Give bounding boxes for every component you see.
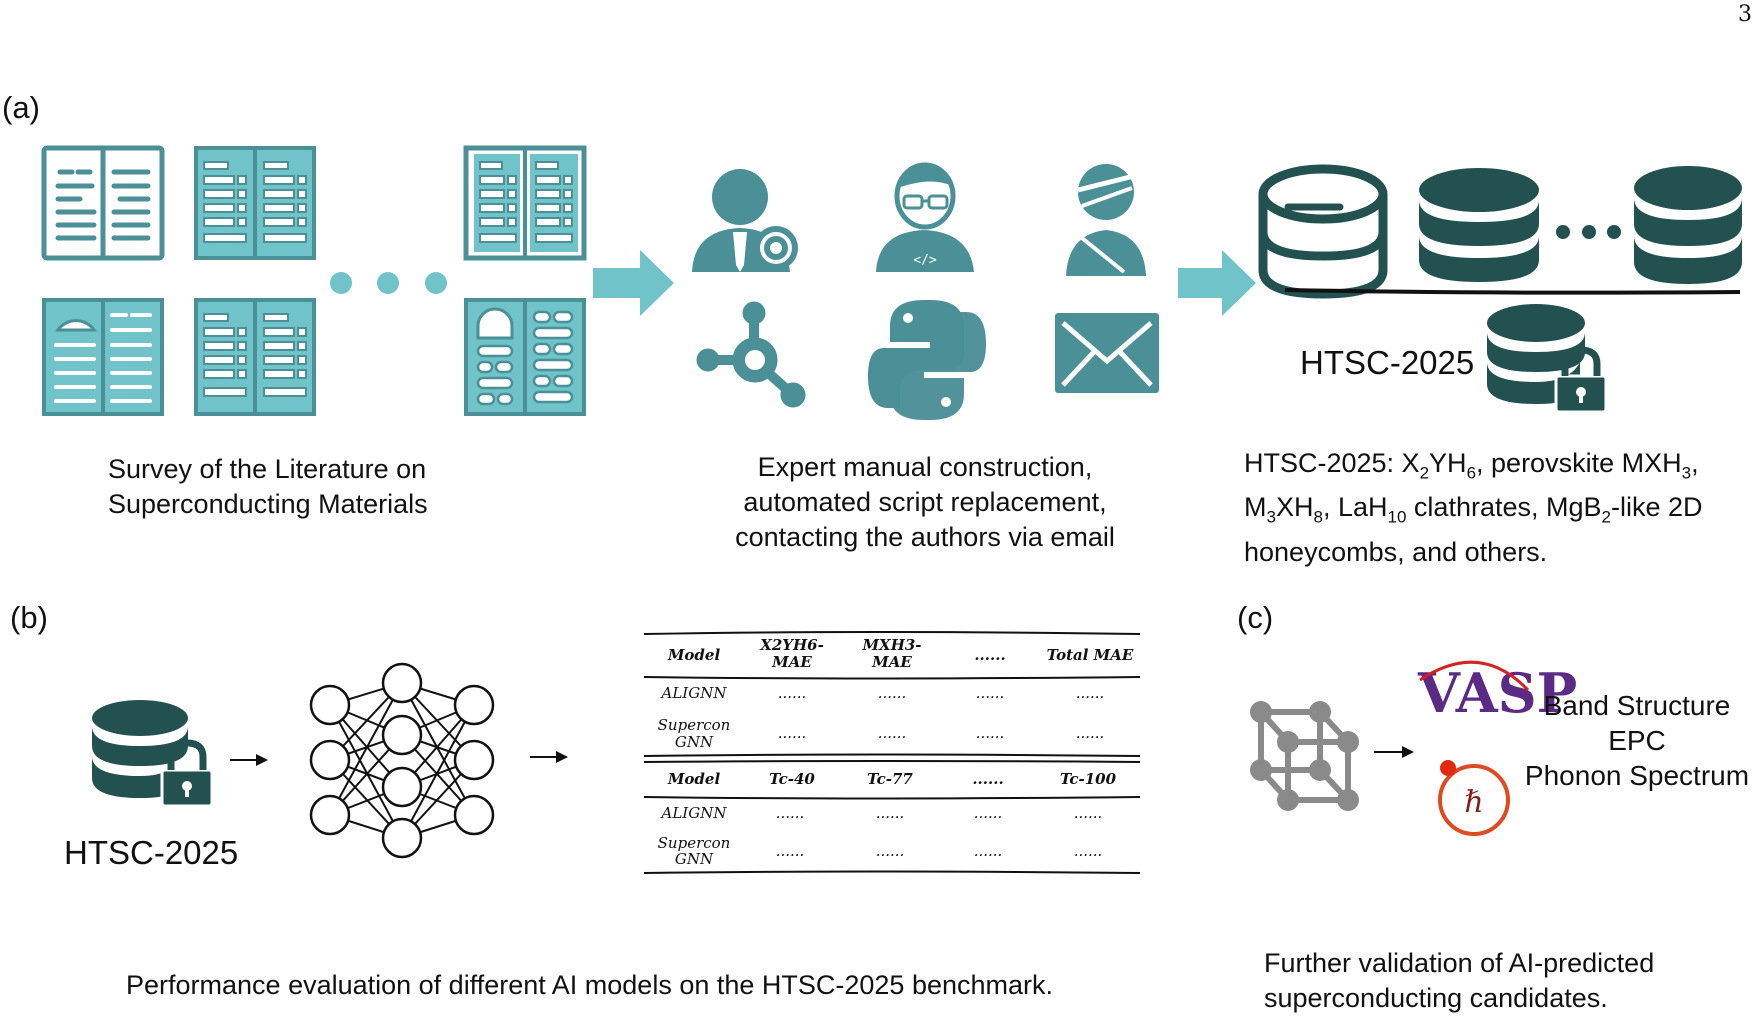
arrow-right-icon: [593, 250, 674, 316]
literature-doc-icon: [194, 298, 316, 416]
caption-line: Further validation of AI-predicted: [1264, 948, 1655, 978]
table-header: MAE: [871, 653, 912, 671]
validation-caption: Further validation of AI-predicted super…: [1264, 946, 1744, 1016]
caption-line: M3XH8, LaH10 clathrates, MgB2-like 2D: [1244, 492, 1703, 527]
literature-doc-icon: [194, 146, 316, 260]
table-header: Tc-100: [1060, 770, 1117, 788]
graph-hub-icon: [696, 301, 806, 408]
table-cell: ......: [974, 804, 1003, 822]
tool-phonon-spectrum: Phonon Spectrum: [1524, 760, 1750, 791]
svg-text:ℏ: ℏ: [1464, 785, 1483, 820]
evaluation-caption: Performance evaluation of different AI m…: [126, 970, 1054, 1000]
caption-line: Expert manual construction,: [757, 452, 1093, 482]
database-icon: [1634, 166, 1742, 284]
panel-b-label: (b): [10, 600, 48, 635]
dataset-caption: HTSC-2025: X2YH6, perovskite MXH3, M3XH8…: [1244, 446, 1759, 570]
table-cell: ......: [1076, 724, 1105, 742]
panel-a-label: (a): [2, 90, 40, 125]
results-table: Model X2YH6- MAE MXH3- MAE ...... Total …: [643, 631, 1141, 874]
table-header: ......: [974, 646, 1005, 664]
svg-text:</>: </>: [913, 253, 937, 268]
database-icon: [1258, 164, 1388, 299]
construction-caption: Expert manual construction, automated sc…: [700, 450, 1150, 555]
database-icon: [1419, 168, 1621, 282]
tool-band-structure: Band Structure: [1543, 690, 1731, 721]
table-cell: ......: [876, 842, 905, 860]
table-cell: ......: [1076, 684, 1105, 702]
literature-doc-icon: [41, 145, 165, 261]
table-cell: GNN: [675, 733, 714, 751]
neural-network-icon: [309, 662, 495, 859]
table-cell: ......: [778, 684, 807, 702]
caption-line: Superconducting Materials: [108, 489, 428, 519]
table-cell: ......: [776, 804, 805, 822]
table-header: Total MAE: [1047, 646, 1134, 664]
panel-c-label: (c): [1237, 600, 1274, 635]
table-header: MXH3-: [861, 636, 921, 654]
table-header: ......: [972, 770, 1003, 788]
table-header: MAE: [771, 653, 812, 671]
user-gear-icon: [692, 169, 798, 272]
benchmark-db-label: HTSC-2025: [64, 834, 239, 871]
literature-doc-icon: [463, 145, 587, 261]
table-cell: Supercon: [658, 834, 731, 852]
table-header: Model: [667, 770, 721, 788]
table-header: Model: [667, 646, 721, 664]
small-arrow-icon: [530, 751, 568, 763]
table-cell: ......: [878, 684, 907, 702]
small-arrow-icon: [1374, 746, 1414, 758]
table-header: Tc-40: [769, 770, 815, 788]
locked-database-icon: [1487, 304, 1608, 414]
table-cell: ......: [976, 684, 1005, 702]
vasp-logo-text: VASP: [1417, 661, 1577, 725]
table-cell: Supercon: [658, 716, 731, 734]
table-header: X2YH6-: [759, 636, 824, 654]
table-header: Tc-77: [867, 770, 913, 788]
caption-line: contacting the authors via email: [735, 522, 1115, 552]
table-cell: ......: [1074, 842, 1103, 860]
table-cell: ......: [1074, 804, 1103, 822]
literature-caption: Survey of the Literature on Superconduct…: [108, 452, 458, 522]
vasp-logo-icon: VASP: [1417, 660, 1577, 725]
tool-epc: EPC: [1608, 725, 1666, 756]
caption-line: Survey of the Literature on: [108, 454, 427, 484]
table-cell: ......: [878, 724, 907, 742]
researcher-icon: [1066, 164, 1146, 276]
table-cell: ......: [776, 842, 805, 860]
table-cell: ALIGNN: [660, 684, 728, 702]
caption-line: HTSC-2025: X2YH6, perovskite MXH3,: [1244, 448, 1699, 483]
tool-list: Band Structure EPC Phonon Spectrum: [1512, 688, 1759, 793]
email-envelope-icon: [1055, 313, 1159, 393]
crystal-lattice-icon: [1250, 701, 1359, 811]
caption-line: automated script replacement,: [743, 487, 1107, 517]
table-cell: ......: [778, 724, 807, 742]
table-cell: GNN: [675, 850, 714, 868]
caption-line: honeycombs, and others.: [1244, 536, 1548, 567]
shelf-line: [1284, 288, 1741, 295]
table-cell: ......: [974, 842, 1003, 860]
literature-doc-icon: [42, 298, 164, 416]
caption-line: superconducting candidates.: [1264, 983, 1608, 1013]
small-arrow-icon: [230, 754, 268, 766]
phonon-logo-icon: ℏ: [1438, 760, 1510, 836]
python-icon: [868, 300, 986, 420]
locked-database-icon: [92, 700, 214, 808]
ellipsis-dots: [330, 272, 447, 294]
table-cell: ......: [876, 804, 905, 822]
arrow-right-icon: [1178, 250, 1256, 316]
developer-icon: </>: [876, 162, 974, 272]
page-number: 3: [1738, 2, 1752, 27]
database-name-label: HTSC-2025: [1300, 344, 1475, 381]
table-cell: ......: [976, 724, 1005, 742]
table-cell: ALIGNN: [660, 804, 728, 822]
literature-doc-icon: [464, 298, 586, 416]
